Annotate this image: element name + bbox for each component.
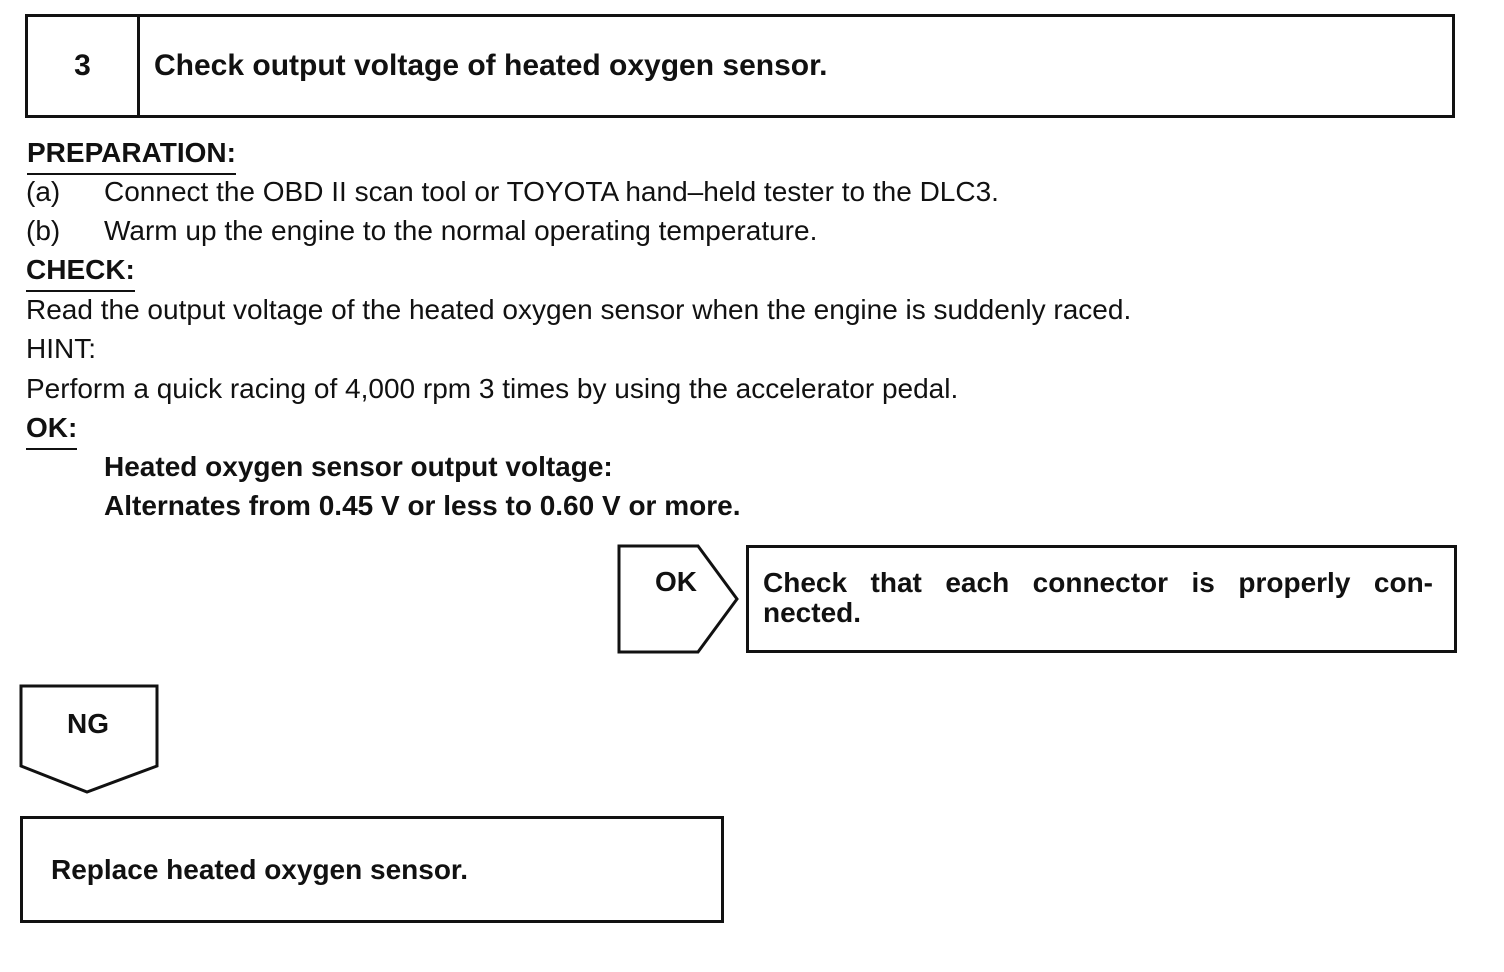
ng-result-box: Replace heated oxygen sensor. — [20, 816, 724, 923]
prep-item-b-text: Warm up the engine to the normal operati… — [104, 215, 818, 246]
ng-arrow-down-icon — [19, 684, 159, 794]
preparation-heading-text: PREPARATION: — [27, 137, 236, 168]
heading-underline — [27, 173, 236, 175]
check-text: Read the output voltage of the heated ox… — [26, 294, 1132, 325]
step-number: 3 — [28, 17, 140, 115]
prep-item-a-marker: (a) — [26, 176, 61, 207]
step-title: Check output voltage of heated oxygen se… — [154, 49, 828, 82]
prep-item-b-marker: (b) — [26, 215, 61, 246]
ok-result-box: Check that each connector is properly co… — [746, 545, 1457, 653]
ok-arrow-right-icon — [617, 544, 739, 654]
hint-label: HINT: — [26, 333, 96, 364]
ok-branch-label: OK — [655, 566, 697, 597]
hint-text: Perform a quick racing of 4,000 rpm 3 ti… — [26, 373, 959, 404]
ok-heading-text: OK: — [26, 412, 78, 443]
preparation-heading: PREPARATION: — [27, 136, 236, 175]
ng-branch-label: NG — [67, 708, 109, 739]
prep-item-a-text: Connect the OBD II scan tool or TOYOTA h… — [104, 176, 999, 207]
ok-spec-line2: Alternates from 0.45 V or less to 0.60 V… — [104, 490, 741, 521]
ng-result-text: Replace heated oxygen sensor. — [51, 853, 469, 885]
check-heading-text: CHECK: — [26, 254, 135, 285]
heading-underline — [26, 448, 78, 450]
ok-heading: OK: — [26, 411, 78, 450]
ok-spec-line1: Heated oxygen sensor output voltage: — [104, 451, 613, 482]
check-heading: CHECK: — [26, 253, 135, 292]
ok-result-text: Check that each connector is properly co… — [763, 567, 1433, 628]
heading-underline — [26, 290, 135, 292]
step-header: 3 Check output voltage of heated oxygen … — [25, 14, 1455, 118]
